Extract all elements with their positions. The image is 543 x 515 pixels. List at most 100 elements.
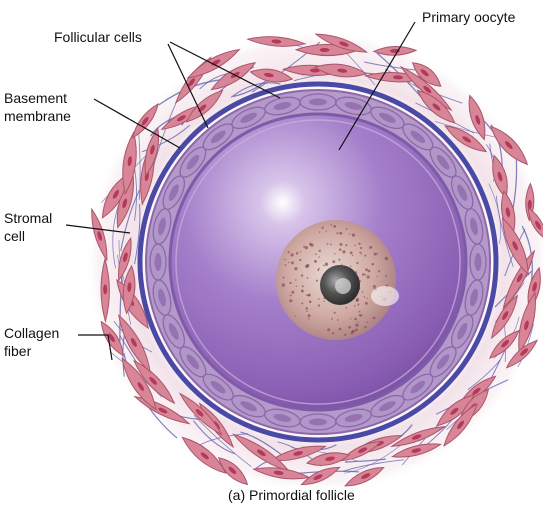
chromatin-speckle (295, 315, 297, 317)
stromal-cell (416, 89, 456, 124)
chromatin-speckle (305, 307, 308, 310)
basement-membrane (137, 81, 499, 443)
chromatin-speckle (299, 258, 302, 262)
chromatin-speckle (349, 318, 352, 320)
stromal-cell (118, 236, 132, 282)
chromatin-speckle (360, 253, 363, 255)
follicular-cell (299, 413, 337, 431)
stromal-cell (411, 62, 442, 87)
chromatin-speckle (371, 263, 375, 266)
chromatin-speckle (304, 246, 309, 250)
chromatin-speckle (317, 304, 321, 307)
stromal-cell (489, 329, 520, 360)
chromatin-speckle (326, 243, 329, 245)
chromatin-speckle (355, 271, 358, 274)
stromal-cell (118, 314, 151, 374)
stromal-cell (249, 68, 294, 83)
chromatin-speckle (327, 328, 331, 332)
collagen-fiber (120, 189, 140, 252)
stromal-cell (100, 257, 110, 324)
chromatin-speckle (318, 249, 321, 252)
chromatin-speckle (333, 311, 336, 314)
collagen-fiber (434, 121, 497, 138)
collagen-fiber (344, 441, 406, 474)
chromatin-speckle (295, 279, 297, 281)
chromatin-speckle (354, 317, 357, 321)
chromatin-speckle (317, 269, 320, 272)
chromatin-speckle (354, 305, 356, 307)
chromatin-speckle (358, 242, 361, 245)
chromatin-speckle (289, 299, 293, 303)
chromatin-speckle (322, 264, 325, 267)
stromal-cell (246, 36, 307, 47)
chromatin-speckle (303, 245, 306, 248)
chromatin-speckle (369, 246, 372, 249)
stromal-cell (399, 65, 453, 112)
collagen-fiber (193, 414, 252, 468)
chromatin-speckle (281, 283, 285, 287)
chromatin-speckle (373, 252, 377, 256)
chromatin-speckle (306, 277, 309, 279)
chromatin-speckle (364, 326, 367, 329)
chromatin-speckle (295, 252, 299, 255)
chromatin-speckle (305, 294, 308, 297)
chromatin-speckle (282, 276, 285, 279)
stromal-cell (313, 63, 368, 78)
chromatin-speckle (339, 231, 343, 235)
chromatin-speckle (290, 253, 294, 257)
chromatin-speckle (331, 332, 335, 335)
chromatin-speckle (291, 261, 294, 265)
chromatin-speckle (323, 300, 325, 303)
follicular-cell (464, 208, 484, 245)
leader-stromal-cell (65, 224, 131, 234)
chromatin-speckle (355, 328, 358, 332)
chromatin-speckle (336, 319, 339, 321)
nucleolus-highlight (335, 278, 351, 294)
figure-caption: (a) Primordial follicle (228, 487, 355, 503)
chromatin-speckle (307, 293, 311, 297)
chromatin-speckle (372, 285, 376, 288)
chromatin-speckle (376, 275, 378, 278)
stromal-cell (490, 125, 529, 166)
follicular-cell (149, 243, 167, 281)
chromatin-speckle (354, 244, 356, 247)
follicular-cells (149, 93, 487, 431)
chromatin-speckle (361, 291, 364, 293)
chromatin-speckle (362, 273, 365, 276)
chromatin-speckle (324, 262, 329, 266)
chromatin-speckle (345, 307, 348, 309)
stromal-cell (185, 89, 224, 123)
chromatin-speckle (339, 242, 343, 246)
collagen-fiber (138, 129, 141, 201)
collagen-fiber (193, 420, 235, 455)
chromatin-speckle (295, 285, 298, 287)
chromatin-speckle (314, 259, 317, 263)
stromal-cell (505, 339, 539, 369)
stromal-cell (314, 33, 369, 53)
collagen-fiber (467, 359, 501, 391)
stromal-cell (389, 425, 447, 448)
stromal-cells (91, 33, 543, 487)
chromatin-speckle (287, 251, 290, 254)
follicular-cell (464, 279, 484, 316)
chromatin-speckle (308, 318, 310, 320)
follicular-cell (370, 106, 405, 130)
chromatin-speckle (299, 251, 302, 253)
stromal-cell (443, 402, 478, 447)
collagen-fiber (344, 458, 387, 463)
chromatin-speckle (330, 224, 333, 226)
chromatin-speckle (341, 263, 343, 265)
chromatin-speckle (334, 253, 336, 255)
chromatin-speckle (357, 321, 359, 323)
leader-follicular-cells-1 (169, 41, 281, 99)
chromatin-speckle (338, 327, 342, 331)
stromal-cell (181, 436, 227, 474)
label-basement-membrane-line2: membrane (4, 108, 71, 124)
leader-primary-oocyte (338, 21, 416, 151)
leader-basement-membrane (93, 98, 181, 149)
stromal-cell (100, 320, 124, 357)
chromatin-speckle (330, 243, 332, 246)
stromal-cell (144, 127, 160, 177)
stromal-cell (305, 452, 351, 466)
